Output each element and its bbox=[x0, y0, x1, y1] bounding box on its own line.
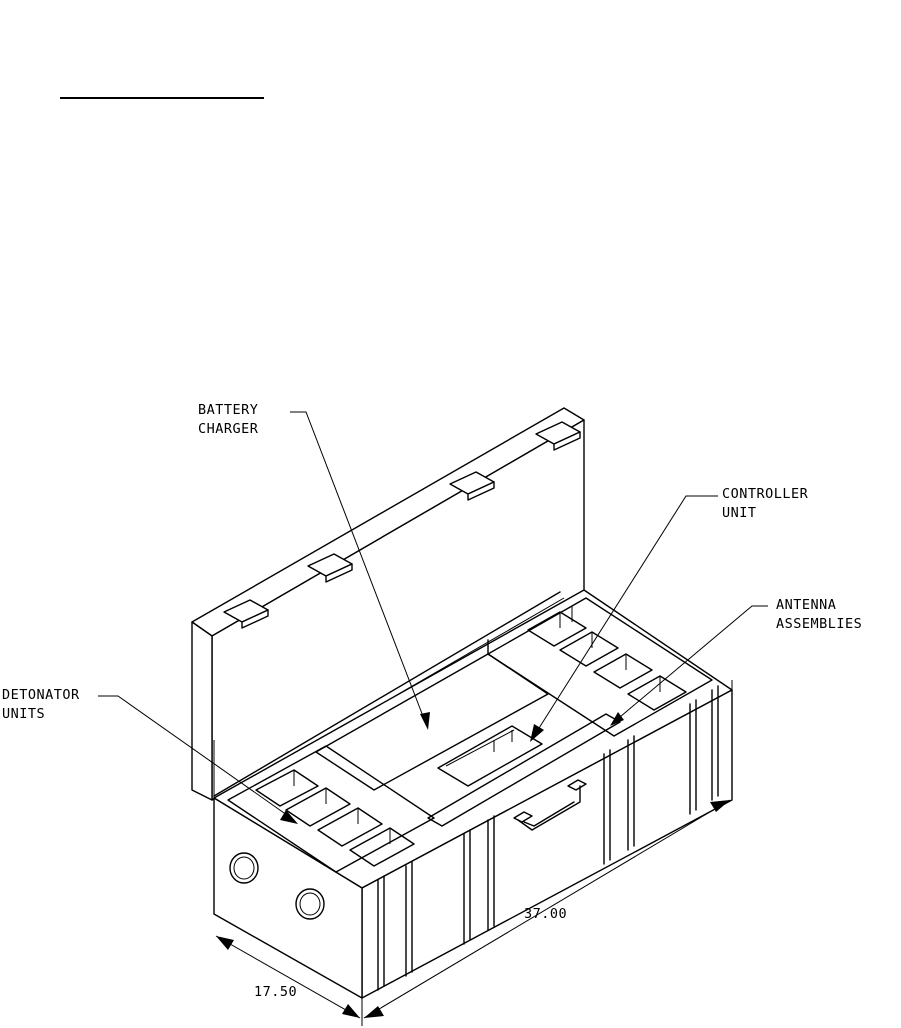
label-antenna-assemblies-2: ASSEMBLIES bbox=[776, 616, 862, 632]
label-controller-unit-2: UNIT bbox=[722, 505, 757, 521]
dimension-length-label: 37.00 bbox=[524, 906, 567, 922]
label-detonator-units-2: UNITS bbox=[2, 706, 45, 722]
label-controller-unit-1: CONTROLLER bbox=[722, 486, 809, 502]
left-bumper-1 bbox=[230, 853, 258, 883]
label-antenna-assemblies-1: ANTENNA bbox=[776, 597, 836, 613]
label-battery-charger-2: CHARGER bbox=[198, 421, 259, 437]
label-detonator-units-1: DETONATOR bbox=[2, 687, 80, 703]
label-battery-charger-1: BATTERY bbox=[198, 402, 258, 418]
left-bumper-2 bbox=[296, 889, 324, 919]
dimension-width-label: 17.50 bbox=[254, 984, 297, 1000]
